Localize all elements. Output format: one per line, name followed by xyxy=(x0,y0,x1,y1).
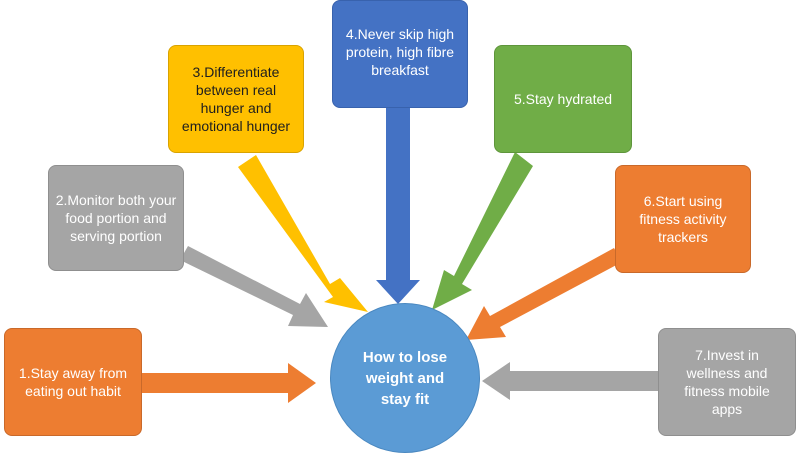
tip-box-5: 5.Stay hydrated xyxy=(494,45,632,153)
tip-box-3: 3.Differentiate between real hunger and … xyxy=(168,45,304,153)
tip-label-2: 2.Monitor both your food portion and ser… xyxy=(55,192,177,244)
center-topic-circle: How to lose weight and stay fit xyxy=(330,303,480,453)
arrow-tip-3 xyxy=(238,155,368,312)
tip-label-3: 3.Differentiate between real hunger and … xyxy=(181,64,291,134)
arrow-tip-1 xyxy=(140,363,316,403)
tip-label-4: 4.Never skip high protein, high fibre br… xyxy=(345,26,455,78)
tip-label-7: 7.Invest in wellness and fitness mobile … xyxy=(684,347,770,417)
arrow-tip-7 xyxy=(482,362,660,400)
arrow-tip-5 xyxy=(432,152,533,310)
arrow-tip-2 xyxy=(180,246,328,327)
tip-box-7: 7.Invest in wellness and fitness mobile … xyxy=(658,328,796,436)
center-topic-label: How to lose weight and stay fit xyxy=(362,348,448,408)
tip-box-4: 4.Never skip high protein, high fibre br… xyxy=(332,0,468,108)
tip-label-5: 5.Stay hydrated xyxy=(513,91,613,107)
arrow-tip-6 xyxy=(466,248,622,340)
tip-label-1: 1.Stay away from eating out habit xyxy=(18,365,128,399)
tip-label-6: 6.Start using fitness activity trackers xyxy=(639,193,727,245)
tip-box-2: 2.Monitor both your food portion and ser… xyxy=(48,165,184,271)
arrow-tip-4 xyxy=(376,108,420,304)
tip-box-1: 1.Stay away from eating out habit xyxy=(4,328,142,436)
tip-box-6: 6.Start using fitness activity trackers xyxy=(615,165,751,273)
